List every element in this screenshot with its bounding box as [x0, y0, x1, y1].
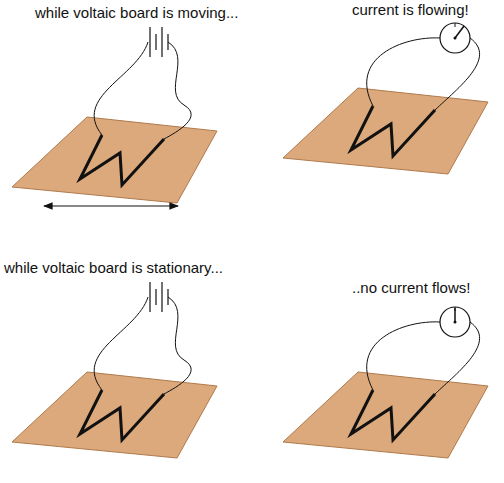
meter-needle: [455, 26, 464, 38]
meter-symbol: [367, 307, 480, 394]
flowing-board: [283, 23, 488, 174]
idle-board: [283, 307, 488, 458]
moving-board: [12, 27, 217, 203]
stationary-board: [12, 282, 217, 458]
panel-caption: while voltaic board is stationary...: [4, 259, 223, 277]
meter-symbol: [367, 23, 480, 110]
meter-needle: [454, 308, 456, 322]
panel-caption: while voltaic board is moving...: [35, 4, 238, 22]
panel-caption: ..no current flows!: [352, 279, 470, 297]
panel-caption: current is flowing!: [352, 1, 469, 19]
motion-arrow: [44, 205, 178, 206]
battery-symbol: [94, 27, 191, 139]
battery-symbol: [94, 282, 191, 394]
